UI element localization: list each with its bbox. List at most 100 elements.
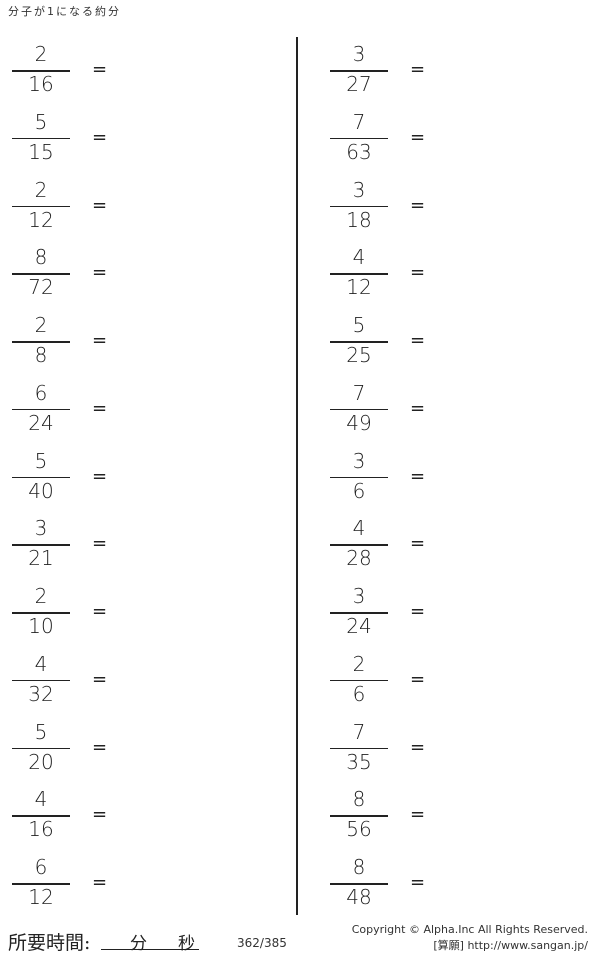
seconds-label: 秒 <box>178 934 195 954</box>
fraction-bar <box>12 747 70 749</box>
numerator: 3 <box>352 42 366 66</box>
fraction-bar <box>12 341 70 343</box>
equals-sign: = <box>410 194 426 216</box>
fraction-bar <box>330 612 388 614</box>
denominator: 25 <box>346 343 372 367</box>
numerator: 8 <box>34 245 48 270</box>
numerator: 3 <box>352 177 366 202</box>
copyright: Copyright © Alpha.Inc All Rights Reserve… <box>352 922 588 954</box>
denominator: 8 <box>34 343 48 367</box>
copyright-text: Copyright © Alpha.Inc All Rights Reserve… <box>351 923 588 936</box>
equals-sign: = <box>92 262 108 284</box>
fraction-problem: 8 72 = <box>12 246 132 306</box>
fraction-bar <box>12 612 70 614</box>
time-label: 所要時間: <box>8 932 91 954</box>
fraction-problem: 3 27 = <box>330 43 450 103</box>
fraction-bar <box>12 70 70 72</box>
fraction-bar <box>330 679 388 682</box>
equals-sign: = <box>92 465 108 487</box>
fraction-bar <box>330 408 388 411</box>
denominator: 24 <box>346 614 372 638</box>
fraction-bar <box>12 408 70 411</box>
equals-sign: = <box>92 59 108 80</box>
denominator: 24 <box>28 410 54 435</box>
denominator: 6 <box>352 681 366 706</box>
equals-sign: = <box>92 804 108 826</box>
equals-sign: = <box>410 736 426 758</box>
fraction-problem: 6 24 = <box>12 382 132 442</box>
fraction-bar <box>330 70 388 72</box>
numerator: 2 <box>34 42 48 66</box>
numerator: 2 <box>34 584 48 608</box>
denominator: 16 <box>28 817 54 842</box>
equals-sign: = <box>92 601 108 622</box>
page-number: 362/385 <box>237 936 287 950</box>
equals-sign: = <box>410 668 426 690</box>
denominator: 72 <box>28 275 54 300</box>
numerator: 6 <box>34 380 48 405</box>
fraction-problem: 4 32 = <box>12 653 132 713</box>
numerator: 4 <box>352 516 366 541</box>
denominator: 10 <box>28 614 54 638</box>
denominator: 27 <box>346 72 372 96</box>
numerator: 7 <box>352 719 366 744</box>
numerator: 3 <box>352 448 366 473</box>
fraction-bar <box>330 476 388 478</box>
numerator: 3 <box>352 584 366 608</box>
time-input-line[interactable] <box>101 929 199 950</box>
site-link[interactable]: [算願] http://www.sangan.jp/ <box>433 939 588 952</box>
denominator: 21 <box>28 546 54 571</box>
denominator: 6 <box>352 478 366 503</box>
denominator: 16 <box>28 72 54 96</box>
fraction-problem: 4 16 = <box>12 788 132 848</box>
fraction-problem: 7 63 = <box>330 111 450 171</box>
numerator: 5 <box>34 109 48 134</box>
equals-sign: = <box>92 126 108 148</box>
numerator: 4 <box>352 245 366 270</box>
fraction-bar <box>12 137 70 140</box>
fraction-problem: 2 6 = <box>330 653 450 713</box>
numerator: 6 <box>34 855 48 879</box>
fraction-problem: 3 18 = <box>330 179 450 239</box>
fraction-problem: 6 12 = <box>12 856 132 916</box>
equals-sign: = <box>92 736 108 758</box>
fraction-bar <box>330 883 388 885</box>
denominator: 18 <box>346 207 372 232</box>
denominator: 49 <box>346 410 372 435</box>
equals-sign: = <box>410 872 426 893</box>
denominator: 63 <box>346 139 372 164</box>
numerator: 5 <box>352 313 366 337</box>
numerator: 5 <box>34 448 48 473</box>
denominator: 32 <box>28 681 54 706</box>
fraction-bar <box>12 544 70 546</box>
fraction-bar <box>330 544 388 546</box>
numerator: 4 <box>34 787 48 812</box>
fraction-bar <box>12 273 70 275</box>
fraction-bar <box>12 815 70 817</box>
fraction-bar <box>330 341 388 343</box>
denominator: 28 <box>346 546 372 571</box>
fraction-problem: 5 25 = <box>330 314 450 374</box>
fraction-problem: 4 12 = <box>330 246 450 306</box>
equals-sign: = <box>92 668 108 690</box>
fraction-bar <box>330 273 388 275</box>
numerator: 5 <box>34 719 48 744</box>
fraction-problem: 3 24 = <box>330 585 450 645</box>
fraction-problem: 8 56 = <box>330 788 450 848</box>
equals-sign: = <box>410 465 426 487</box>
fraction-problem: 3 6 = <box>330 450 450 510</box>
fraction-bar <box>12 205 70 207</box>
numerator: 2 <box>34 177 48 202</box>
fraction-problem: 5 15 = <box>12 111 132 171</box>
denominator: 12 <box>28 885 54 909</box>
fraction-problem: 5 40 = <box>12 450 132 510</box>
denominator: 56 <box>346 817 372 842</box>
equals-sign: = <box>92 533 108 555</box>
equals-sign: = <box>92 194 108 216</box>
denominator: 48 <box>346 885 372 909</box>
worksheet-title: 分子が1になる約分 <box>8 5 121 18</box>
fraction-problem: 2 8 = <box>12 314 132 374</box>
fraction-bar <box>12 883 70 885</box>
column-divider <box>296 37 298 915</box>
